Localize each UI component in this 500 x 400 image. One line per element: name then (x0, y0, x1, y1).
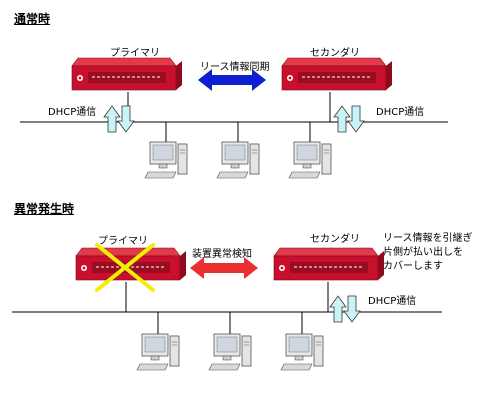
normal-dhcp-arrows-left (103, 105, 135, 133)
failover-note: リース情報を引継ぎ 片側が払い出しを カバーします (383, 232, 473, 274)
failure-section-title: 異常発生時 (14, 202, 75, 216)
normal-pc-1 (144, 141, 188, 179)
failover-note-line: リース情報を引継ぎ (383, 233, 473, 244)
failure-secondary-label: セカンダリ (310, 234, 360, 245)
sync-label: リース情報同期 (200, 62, 270, 73)
normal-dhcp-left-label: DHCP通信 (48, 107, 97, 118)
normal-dhcp-arrows-right (333, 105, 365, 133)
failure-cross-icon (95, 243, 155, 292)
normal-secondary-router (281, 57, 393, 91)
normal-dhcp-right-label: DHCP通信 (376, 107, 425, 118)
failover-note-line: 片側が払い出しを (383, 247, 463, 258)
sync-double-arrow (198, 69, 266, 91)
failure-pc-1 (136, 333, 180, 371)
failure-pc-3 (280, 333, 324, 371)
failover-note-line: カバーします (383, 261, 443, 272)
failure-dhcp-arrows (329, 295, 361, 323)
failure-primary-label: プライマリ (98, 236, 148, 247)
normal-primary-router (71, 57, 183, 91)
failure-pc-2 (208, 333, 252, 371)
failure-dhcp-right-label: DHCP通信 (368, 296, 417, 307)
normal-secondary-label: セカンダリ (310, 48, 360, 59)
normal-pc-3 (288, 141, 332, 179)
detect-double-arrow (190, 257, 258, 279)
failure-secondary-router (273, 247, 385, 281)
normal-pc-2 (216, 141, 260, 179)
detect-label: 装置異常検知 (192, 249, 252, 260)
normal-section-title: 通常時 (14, 12, 51, 26)
normal-primary-label: プライマリ (110, 48, 160, 59)
